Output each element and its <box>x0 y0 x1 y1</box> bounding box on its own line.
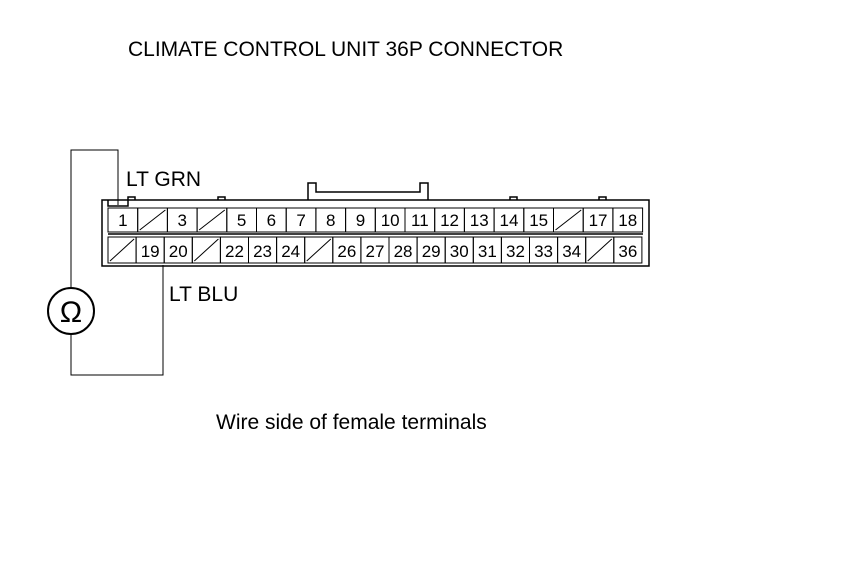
key-notch-1 <box>107 200 129 207</box>
unused-terminal-slash <box>306 238 332 262</box>
diagram-title: CLIMATE CONTROL UNIT 36P CONNECTOR <box>128 38 563 61</box>
unused-terminal-slash <box>193 238 219 262</box>
terminal-number: 14 <box>499 211 518 230</box>
diagram-caption: Wire side of female terminals <box>216 411 487 434</box>
wire-label-lt-blu: LT BLU <box>169 283 238 306</box>
locking-tab <box>307 182 429 200</box>
terminal-number: 30 <box>450 242 469 261</box>
terminal-number: 33 <box>534 242 553 261</box>
key-notch-3 <box>217 196 226 200</box>
terminal-number: 7 <box>296 211 305 230</box>
lead-to-pin-1 <box>70 149 119 287</box>
terminal-number: 13 <box>470 211 489 230</box>
connector-outline <box>101 199 650 267</box>
unused-terminal-slash <box>587 238 613 262</box>
terminal-number: 19 <box>141 242 160 261</box>
terminal-number: 8 <box>326 211 335 230</box>
terminal-number: 22 <box>225 242 244 261</box>
ohm-symbol: Ω <box>60 296 82 329</box>
unused-terminal-slash <box>555 209 582 231</box>
terminal-number: 15 <box>529 211 548 230</box>
terminal-number: 1 <box>118 211 127 230</box>
terminal-number: 20 <box>169 242 188 261</box>
terminal-number: 5 <box>237 211 246 230</box>
terminal-number: 3 <box>178 211 187 230</box>
key-notch-2 <box>127 196 136 200</box>
terminal-number: 9 <box>356 211 365 230</box>
terminal-number: 12 <box>440 211 459 230</box>
terminal-number: 17 <box>589 211 608 230</box>
ohmmeter-circuit <box>70 149 164 376</box>
wire-label-lt-grn: LT GRN <box>126 168 201 191</box>
terminal-number: 31 <box>478 242 497 261</box>
terminal-number: 6 <box>267 211 276 230</box>
terminal-number: 11 <box>411 211 429 230</box>
terminal-cell-36 <box>613 236 643 264</box>
unused-terminal-slash <box>198 209 226 231</box>
terminal-number: 18 <box>618 211 637 230</box>
terminal-cell-18 <box>612 207 644 233</box>
unused-terminal-slash <box>139 209 166 231</box>
ohmmeter: Ω <box>47 287 95 335</box>
terminal-number: 28 <box>394 242 413 261</box>
terminal-number: 27 <box>365 242 384 261</box>
terminal-number: 24 <box>281 242 300 261</box>
unused-terminal-slash <box>109 238 135 262</box>
terminal-number: 34 <box>562 242 581 261</box>
key-notch-5 <box>598 196 607 200</box>
key-notch-4 <box>509 196 518 200</box>
terminal-row-bottom: 19 20 22 23 24 26 27 28 29 30 31 32 33 34 36 <box>107 236 643 264</box>
lead-to-pin-20 <box>70 265 164 376</box>
connector-body <box>101 182 650 267</box>
terminal-number: 10 <box>381 211 400 230</box>
terminal-number: 29 <box>422 242 441 261</box>
terminal-number: 32 <box>506 242 525 261</box>
ohmmeter-icon <box>47 287 95 335</box>
terminal-number: 36 <box>618 242 637 261</box>
terminal-number: 23 <box>253 242 272 261</box>
terminal-number: 26 <box>337 242 356 261</box>
